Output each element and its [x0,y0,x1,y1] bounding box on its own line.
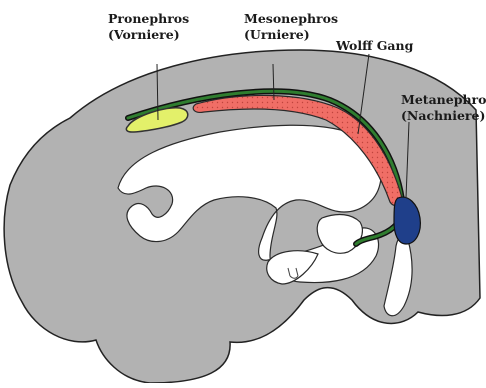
pronephros-name: Pronephros [108,11,189,27]
mesonephros-label: Mesonephros (Urniere) [244,11,338,43]
metanephros-label: Metanephros (Nachniere) [401,92,486,124]
pronephros-german: (Vorniere) [108,27,189,43]
metanephros-german: (Nachniere) [401,108,486,124]
wolff-label: Wolff Gang [336,38,413,54]
pronephros-label: Pronephros (Vorniere) [108,11,189,43]
mesonephros-german: (Urniere) [244,27,338,43]
mesonephros-name: Mesonephros [244,11,338,27]
wolff-name: Wolff Gang [336,38,413,54]
metanephros-name: Metanephros [401,92,486,108]
